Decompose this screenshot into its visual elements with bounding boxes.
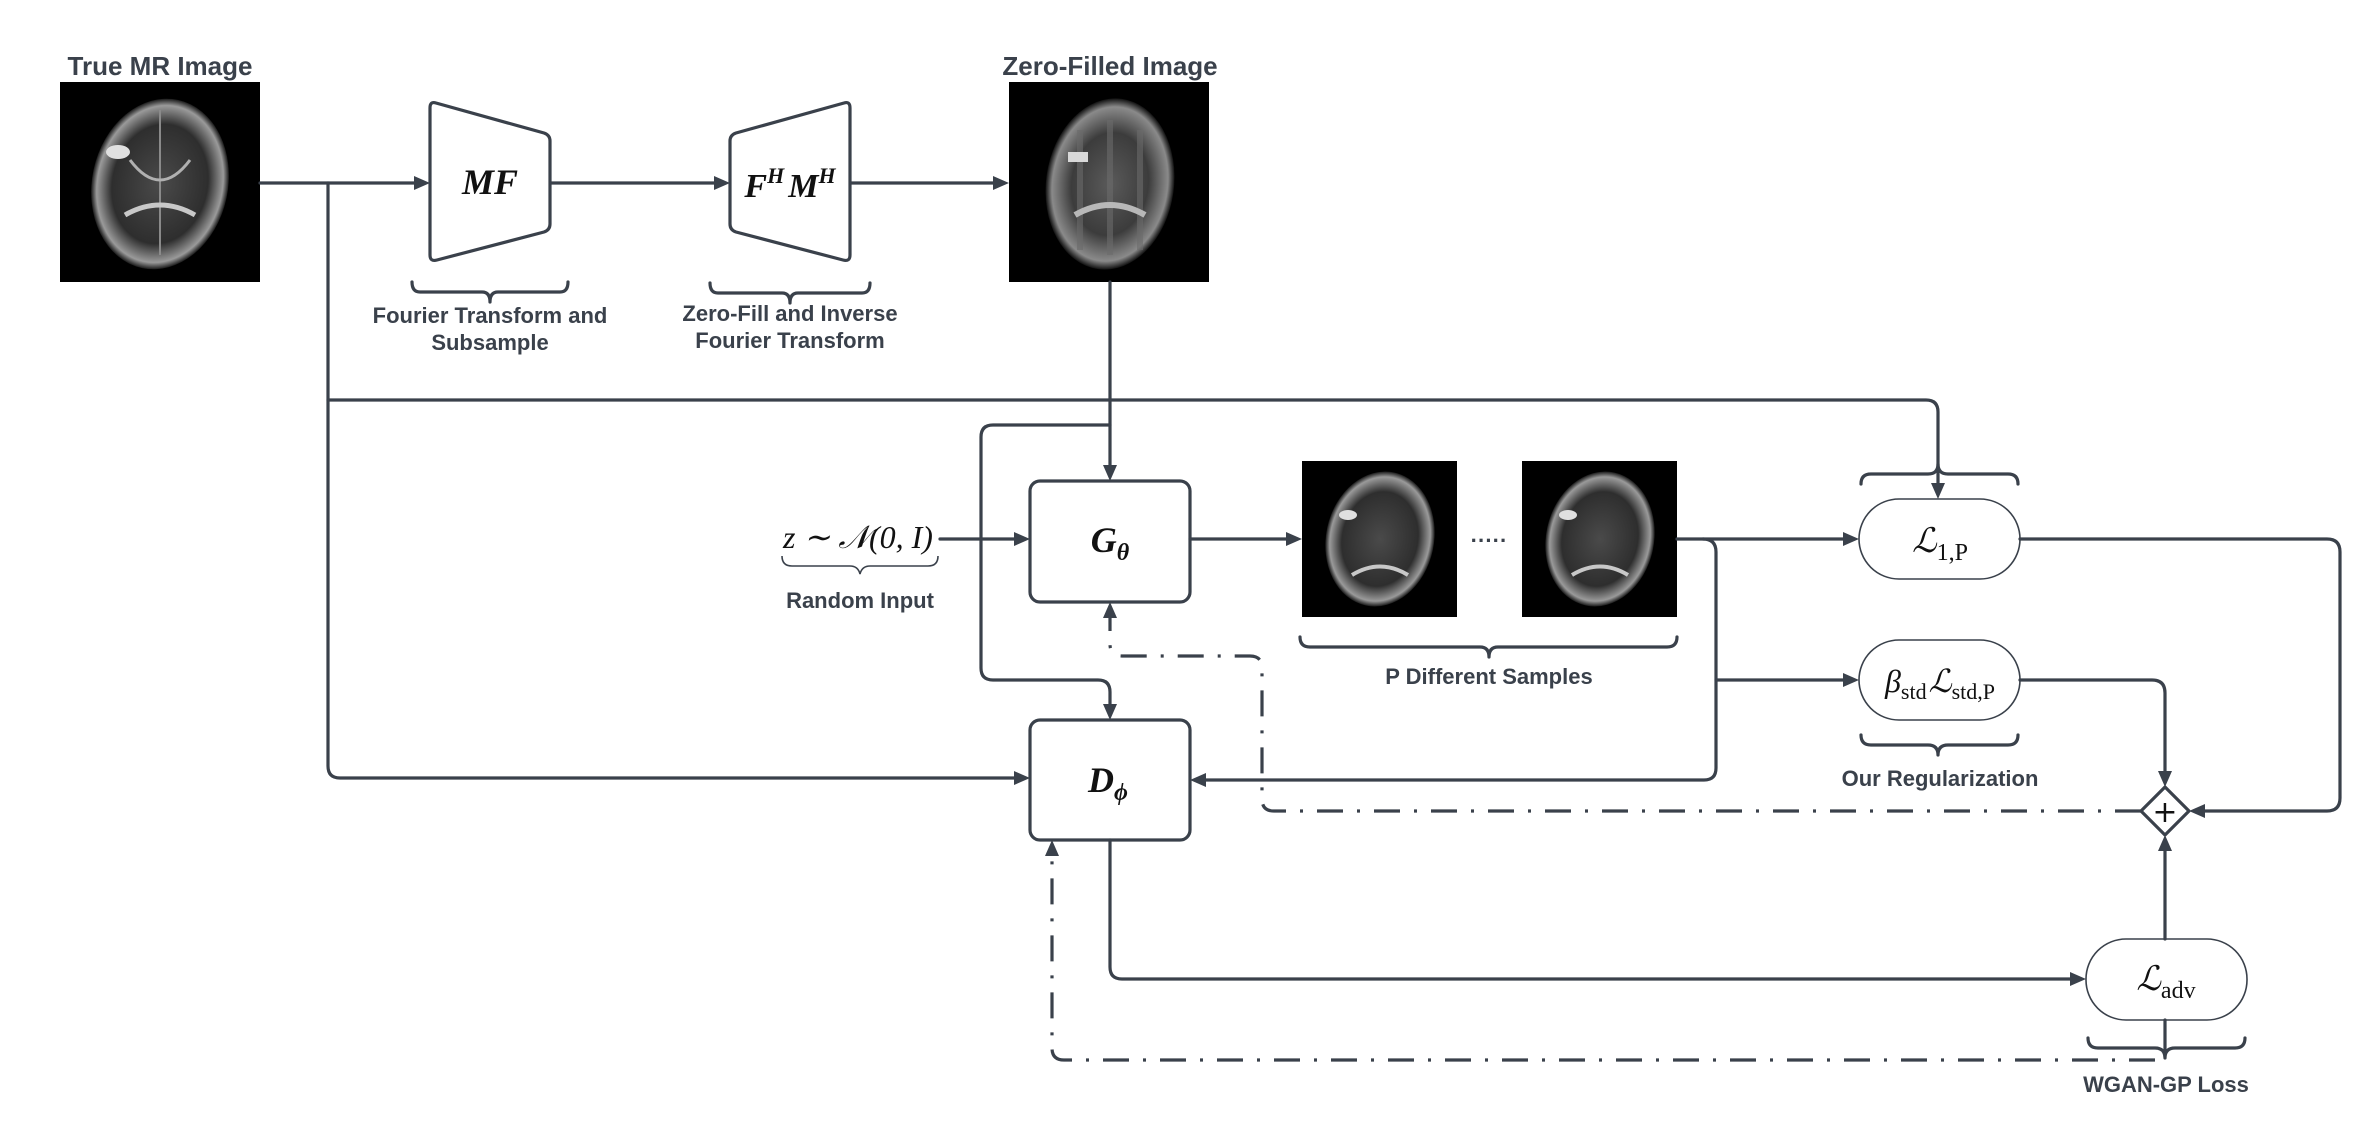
sample-image-1 (1302, 461, 1457, 617)
zero-filled-image (1009, 82, 1209, 282)
edge-std-to-sum (2018, 678, 2167, 777)
adjoint-label-line2: Fourier Transform (695, 328, 884, 353)
arrow-head (1103, 465, 1117, 481)
brace-adjoint (708, 281, 872, 305)
sum-node: + (2139, 785, 2191, 837)
random-input-label: Random Input (786, 588, 935, 613)
true-mr-image (60, 82, 260, 282)
arrow-head (1190, 773, 1206, 787)
edge-zerofilled-to-discriminator (979, 423, 1112, 710)
arrow-head (2189, 804, 2205, 818)
arrow-head (2158, 835, 2172, 851)
l1-loss-label: ℒ1,P (1912, 523, 1968, 566)
forward-operator-label: MF (461, 162, 518, 202)
edge-discriminator-to-adv (1108, 838, 2076, 981)
arrow-head (1843, 532, 1859, 546)
brace-std (1859, 733, 2020, 757)
edge-truth-to-l1 (326, 398, 1940, 489)
brace-wgan (2086, 1036, 2247, 1060)
adjoint-label-line1: Zero-Fill and Inverse (682, 301, 897, 326)
brace-l1 (1859, 462, 2020, 486)
forward-label-line1: Fourier Transform and (373, 303, 608, 328)
regularization-label: Our Regularization (1842, 766, 2039, 791)
samples-label: P Different Samples (1385, 664, 1592, 689)
generator-label: Gθ (1091, 520, 1130, 566)
arrow-head (2158, 771, 2172, 787)
discriminator-block[interactable]: Dϕ (1028, 718, 1192, 842)
arrow-head (1014, 771, 1030, 785)
arrow-head (1103, 602, 1117, 618)
sample-image-p (1522, 461, 1677, 617)
brace-forward (410, 280, 570, 304)
arrow-head (1286, 532, 1302, 546)
plus-icon: + (2152, 795, 2177, 830)
adv-loss-node[interactable]: ℒadv (2085, 938, 2248, 1021)
noise-expression: z ∼ 𝒩(0, I) (782, 519, 933, 555)
arrow-head (1103, 704, 1117, 720)
edge-truth-to-discriminator (326, 181, 1020, 780)
l1-loss-node[interactable]: ℒ1,P (1858, 498, 2021, 580)
arrow-head (1045, 840, 1059, 856)
edge-l1-to-sum (2018, 537, 2342, 813)
brace-random (781, 555, 939, 575)
brace-samples (1298, 635, 1679, 659)
gradient-path-generator (1108, 614, 2141, 813)
zero-filled-title: Zero-Filled Image (1002, 51, 1217, 81)
wgan-label: WGAN-GP Loss (2083, 1072, 2249, 1097)
forward-label-line2: Subsample (431, 330, 548, 355)
ellipsis-dots: ····· (1471, 528, 1508, 553)
discriminator-label: Dϕ (1087, 760, 1128, 806)
arrow-head (1843, 673, 1859, 687)
generator-block[interactable]: Gθ (1028, 479, 1192, 604)
std-loss-label: βstdℒstd,P (1884, 663, 1995, 704)
arrow-head (714, 176, 730, 190)
gradient-path-discriminator (1050, 852, 2155, 1062)
adv-loss-label: ℒadv (2136, 961, 2195, 1004)
edge-samples-to-discriminator (1200, 537, 1718, 782)
arrow-head (414, 176, 430, 190)
std-loss-node[interactable]: βstdℒstd,P (1858, 639, 2021, 721)
forward-operator-block: MF (428, 100, 552, 263)
true-image-title: True MR Image (68, 51, 253, 81)
arrow-head (1931, 483, 1945, 499)
arrow-head (993, 176, 1009, 190)
arrow-head (2070, 972, 2086, 986)
arrow-head (1014, 532, 1030, 546)
